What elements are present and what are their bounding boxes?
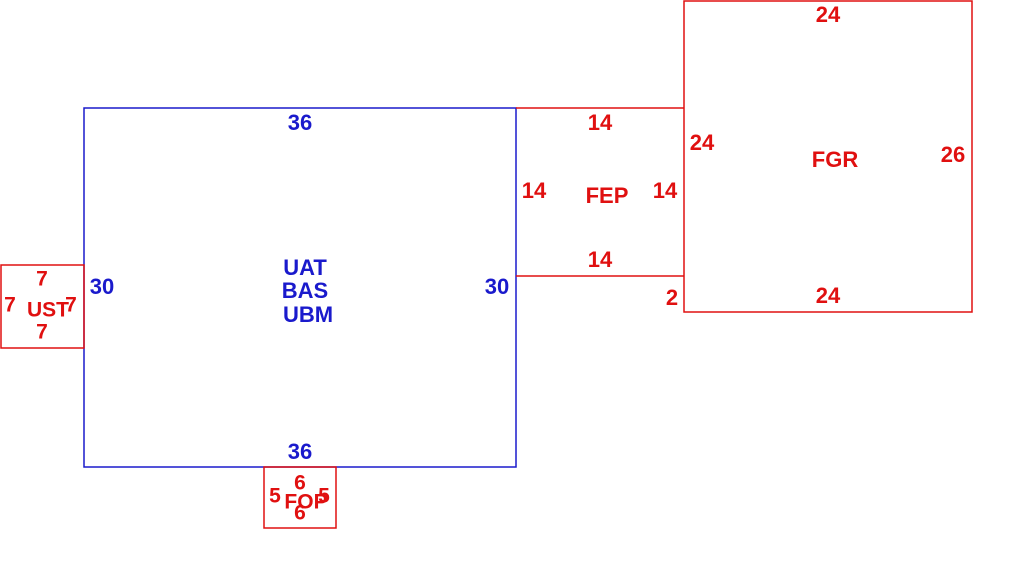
main-area-code-ubm: UBM [283, 302, 333, 327]
fep-bottom-dimension: 14 [588, 247, 613, 272]
ust-right-dimension: 7 [65, 294, 77, 317]
fgr-area-outline [683, 0, 973, 313]
fep-area: 14 14 14 14 FEP [516, 107, 684, 277]
fop-area-code: FOP [284, 491, 327, 514]
fgr-area: 24 24 24 26 2 FGR [666, 0, 973, 313]
fgr-left-dimension: 24 [690, 130, 715, 155]
ust-left-dimension: 7 [4, 294, 16, 317]
fop-left-dimension: 5 [269, 485, 281, 508]
fop-right-dimension: 5 [318, 485, 330, 508]
fep-top-dimension: 14 [588, 110, 613, 135]
ust-area: 7 7 7 7 UST [0, 264, 85, 349]
fop-bottom-dimension: 6 [294, 502, 306, 525]
main-right-dimension: 30 [485, 274, 509, 299]
ust-top-dimension: 7 [36, 268, 48, 291]
fgr-bottom-dimension: 24 [816, 283, 841, 308]
main-area-code-bas: BAS [282, 278, 328, 303]
fgr-offset-dimension: 2 [666, 285, 678, 310]
ust-area-code: UST [27, 299, 69, 322]
fep-right-dimension: 14 [653, 178, 678, 203]
main-area-code-uat: UAT [283, 255, 327, 280]
fep-left-dimension: 14 [522, 178, 547, 203]
main-left-dimension: 30 [90, 274, 114, 299]
ust-area-outline [0, 264, 85, 349]
fgr-top-dimension: 24 [816, 2, 841, 27]
main-bottom-dimension: 36 [288, 439, 312, 464]
fgr-area-code: FGR [812, 147, 859, 172]
fep-area-code: FEP [586, 183, 629, 208]
fop-area: 6 6 5 5 FOP [263, 466, 337, 529]
fop-top-dimension: 6 [294, 472, 306, 495]
main-area: 36 36 30 30 UAT BAS UBM [83, 107, 517, 468]
ust-bottom-dimension: 7 [36, 321, 48, 344]
main-top-dimension: 36 [288, 110, 312, 135]
fop-area-outline [263, 466, 337, 529]
fgr-right-dimension: 26 [941, 142, 965, 167]
